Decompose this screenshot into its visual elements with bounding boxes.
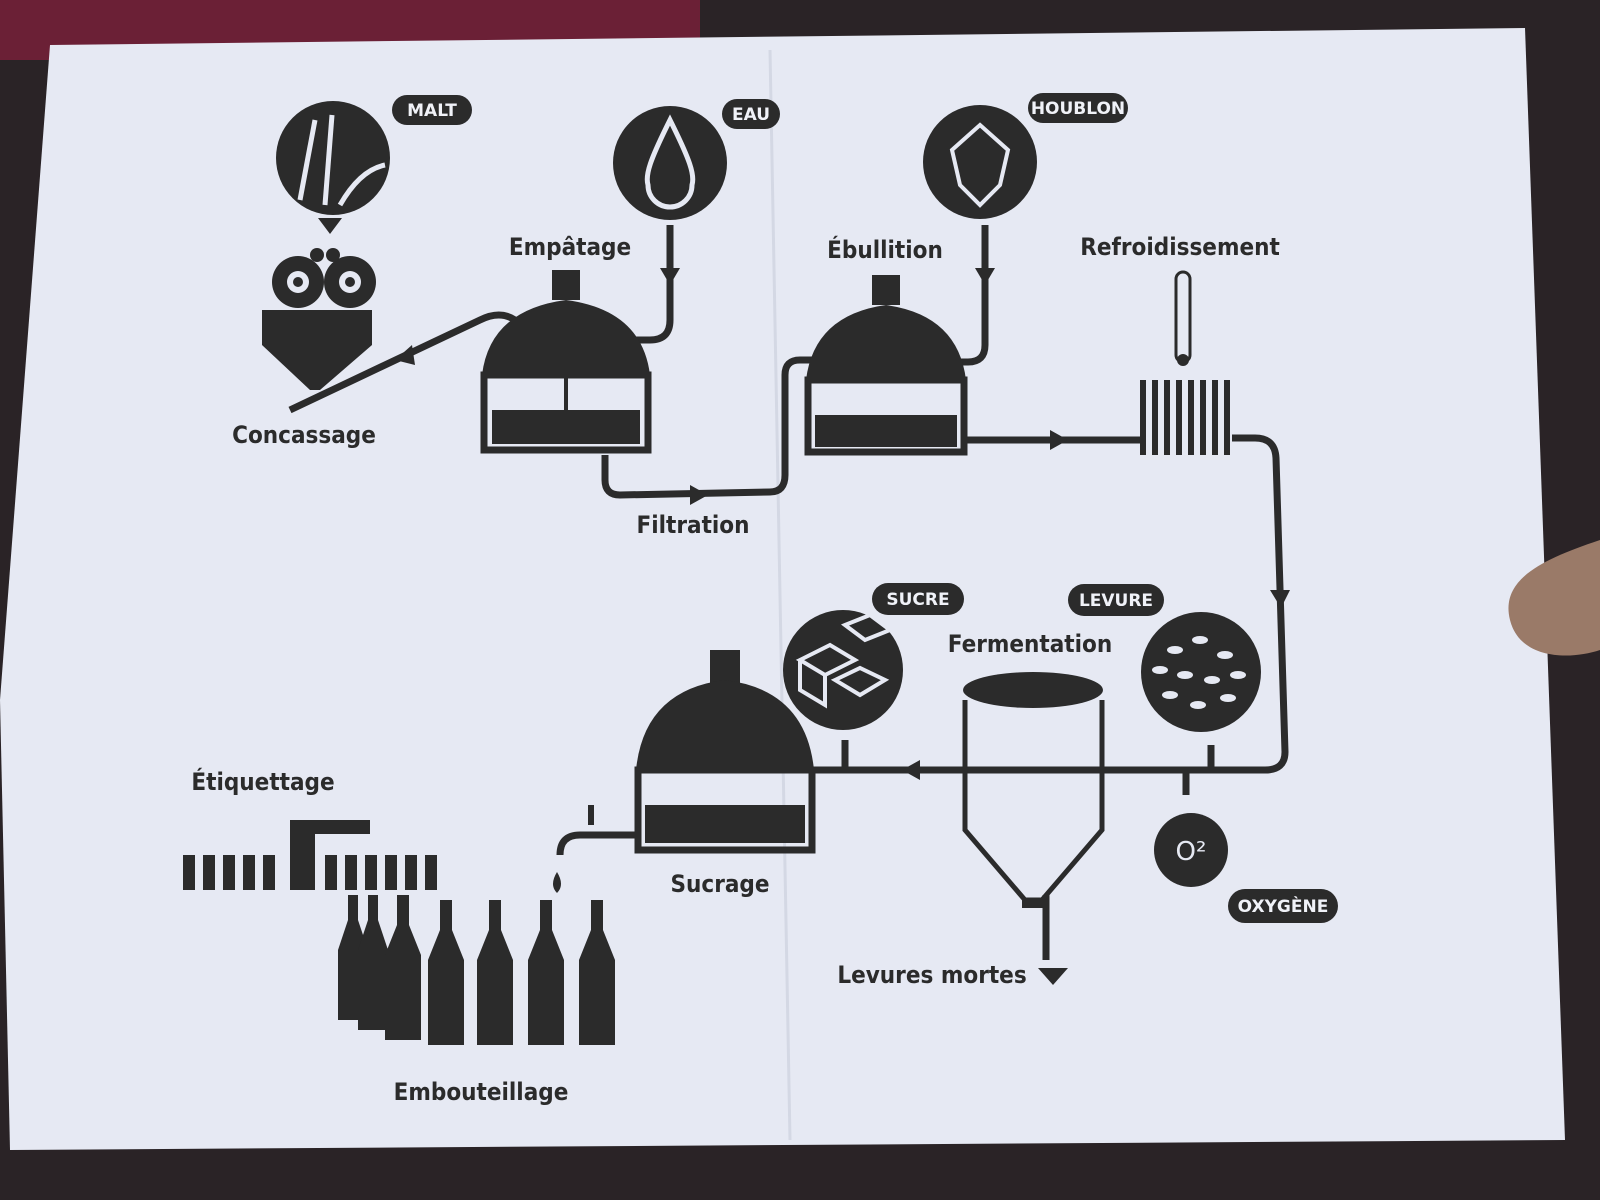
- sugar-label: SUCRE: [886, 590, 949, 610]
- oxygen-icon: O²: [1154, 813, 1228, 887]
- filtration-label: Filtration: [636, 511, 749, 539]
- bottles-icon: [338, 895, 615, 1045]
- cooling-label: Refroidissement: [1080, 233, 1280, 261]
- mash-tun-icon: [480, 270, 652, 454]
- dead-yeast-label: Levures mortes: [837, 961, 1026, 989]
- malt-label: MALT: [407, 101, 457, 121]
- water-icon: [613, 106, 727, 220]
- cooler-icon: [1140, 270, 1230, 455]
- yeast-label: LEVURE: [1079, 591, 1153, 611]
- laminated-sheet: [0, 28, 1565, 1150]
- boil-kettle-icon: [804, 275, 968, 456]
- labeling-machine-icon: [183, 820, 437, 890]
- oxygen-badge: OXYGÈNE: [1228, 889, 1338, 923]
- hops-label: HOUBLON: [1031, 99, 1125, 119]
- hops-badge: HOUBLON: [1028, 93, 1128, 123]
- bottling-label: Embouteillage: [394, 1078, 569, 1106]
- boiling-label: Ébullition: [827, 235, 943, 264]
- hops-icon: [923, 105, 1037, 219]
- sugaring-label: Sucrage: [670, 870, 769, 898]
- mashing-label: Empâtage: [509, 233, 631, 261]
- sugar-badge: SUCRE: [872, 583, 964, 615]
- flow-arrows: [318, 218, 1290, 985]
- labeling-label: Étiquettage: [191, 767, 334, 796]
- malt-badge: MALT: [392, 95, 472, 125]
- oxygen-label: OXYGÈNE: [1238, 895, 1329, 917]
- fermenter-icon: [962, 672, 1105, 908]
- thumb: [1508, 540, 1600, 656]
- crushing-label: Concassage: [232, 421, 376, 449]
- fermentation-label: Fermentation: [948, 630, 1112, 658]
- oxygen-symbol: O²: [1176, 837, 1207, 867]
- yeast-badge: LEVURE: [1068, 584, 1164, 616]
- water-badge: EAU: [722, 99, 780, 129]
- yeast-icon: [1141, 612, 1261, 732]
- mill-icon: [262, 248, 376, 390]
- water-label: EAU: [732, 105, 770, 125]
- sugaring-tank-icon: [553, 650, 816, 893]
